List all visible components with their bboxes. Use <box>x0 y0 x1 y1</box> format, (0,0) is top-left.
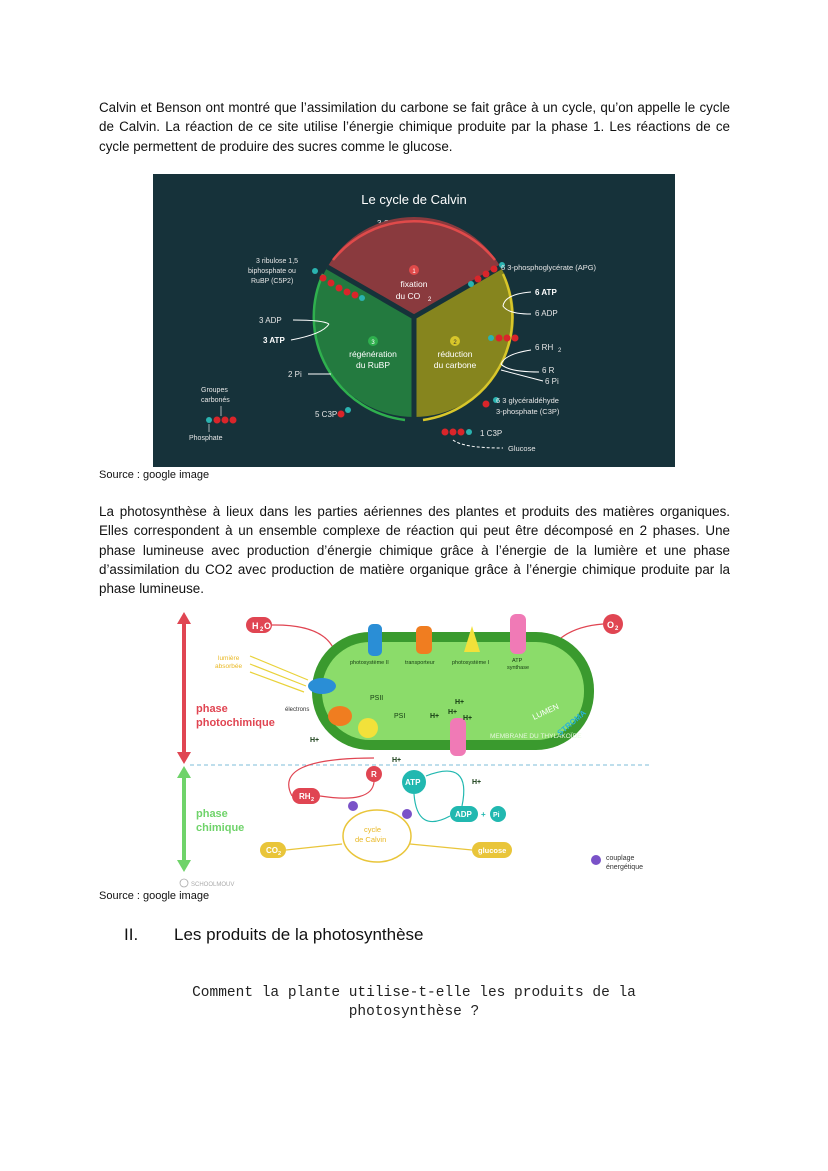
svg-text:2: 2 <box>311 797 314 803</box>
transporteur-protein <box>416 626 432 654</box>
legend-groups: Groupes <box>201 387 228 394</box>
photosynthesis-phases-diagram: phase photochimique phase chimique H 2 O… <box>172 608 660 888</box>
svg-text:photosystème II: photosystème II <box>350 660 389 666</box>
pi6-label: 6 Pi <box>545 377 559 386</box>
svg-text:H: H <box>252 621 259 631</box>
glucose-label: Glucose <box>508 444 536 453</box>
svg-text:CO: CO <box>266 846 278 855</box>
calvin-cycle-diagram: Le cycle de Calvin 3 CO 2 1 fixation du … <box>153 174 675 467</box>
svg-text:O: O <box>607 620 614 630</box>
atp6-label: 6 ATP <box>535 288 557 297</box>
svg-text:3-phosphate (C3P): 3-phosphate (C3P) <box>496 407 560 416</box>
lumiere-label: lumière <box>218 655 240 662</box>
transporteur-complex <box>328 706 352 726</box>
couplage-label: couplage <box>606 855 635 862</box>
svg-text:absorbée: absorbée <box>215 663 242 670</box>
phase-chimique-label: phase <box>196 808 228 820</box>
svg-text:RH: RH <box>299 792 311 801</box>
diagram-title: Le cycle de Calvin <box>361 192 467 207</box>
svg-text:H+: H+ <box>430 713 439 720</box>
svg-text:carbonés: carbonés <box>201 397 230 404</box>
apg-label: 6 3-phosphoglycérate (APG) <box>501 263 597 272</box>
energy-coupling-icon <box>348 801 358 811</box>
c3p-molecule-regen <box>338 407 352 418</box>
svg-text:O: O <box>264 621 271 631</box>
section-number: II. <box>124 925 138 945</box>
svg-text:H+: H+ <box>392 757 401 764</box>
svg-text:de Calvin: de Calvin <box>355 835 386 844</box>
svg-text:transporteur: transporteur <box>405 660 435 666</box>
svg-text:+: + <box>481 810 486 819</box>
svg-text:Pi: Pi <box>493 812 500 819</box>
svg-text:H+: H+ <box>310 737 319 744</box>
adp3-label: 3 ADP <box>259 316 282 325</box>
svg-text:H+: H+ <box>472 779 481 786</box>
svg-text:énergétique: énergétique <box>606 864 643 871</box>
c3p1-label: 1 C3P <box>480 429 502 438</box>
psii-complex <box>308 678 336 694</box>
svg-text:du RuBP: du RuBP <box>356 360 390 370</box>
r6-label: 6 R <box>542 366 555 375</box>
c3p-label: 6 3 glycéraldéhyde <box>496 396 559 405</box>
step3-label: régénération <box>349 349 397 359</box>
source-caption-2: Source : google image <box>99 890 209 902</box>
adp6-label: 6 ADP <box>535 309 558 318</box>
svg-text:2: 2 <box>558 348 562 354</box>
electrons-label: électrons <box>285 707 309 713</box>
photosystem-ii-protein <box>368 624 382 656</box>
intro-paragraph-calvin: Calvin et Benson ont montré que l’assimi… <box>99 98 730 156</box>
psi-label: PSI <box>394 713 405 720</box>
atp-synthase-lower <box>450 718 466 756</box>
svg-text:biphosphate ou: biphosphate ou <box>248 268 296 275</box>
svg-text:du CO: du CO <box>396 291 421 301</box>
membrane-label: MEMBRANE DU THYLAKOÏDE <box>490 732 582 740</box>
section-title: Les produits de la photosynthèse <box>174 925 424 945</box>
pi2-label: 2 Pi <box>288 370 302 379</box>
intro-paragraph-photosynthesis: La photosynthèse à lieux dans les partie… <box>99 502 730 598</box>
energy-coupling-legend-icon <box>591 855 601 865</box>
legend-phosphate: Phosphate <box>189 435 223 442</box>
c3p-molecule-output <box>442 429 473 436</box>
atp-synthase-protein <box>510 614 526 654</box>
psi-complex <box>358 718 378 738</box>
rh2-label: 6 RH <box>535 343 553 352</box>
atp3-label: 3 ATP <box>263 336 285 345</box>
svg-text:H+: H+ <box>448 709 457 716</box>
svg-text:ATP: ATP <box>512 658 523 664</box>
svg-text:du carbone: du carbone <box>434 360 477 370</box>
svg-text:ADP: ADP <box>455 810 473 819</box>
step2-label: réduction <box>438 349 473 359</box>
svg-text:glucose: glucose <box>478 846 506 855</box>
svg-text:photosystème I: photosystème I <box>452 660 490 666</box>
svg-text:H+: H+ <box>463 715 472 722</box>
calvin-cycle-label: cycle <box>364 825 381 834</box>
energy-coupling-icon <box>402 809 412 819</box>
source-caption-1: Source : google image <box>99 469 209 481</box>
svg-text:2: 2 <box>278 851 281 857</box>
svg-text:R: R <box>371 770 377 779</box>
phase-photochimique-label: phase <box>196 703 228 715</box>
psii-label: PSII <box>370 695 383 702</box>
svg-text:chimique: chimique <box>196 822 244 834</box>
svg-text:RuBP (C5P2): RuBP (C5P2) <box>251 278 293 285</box>
svg-text:H+: H+ <box>455 699 464 706</box>
rubp-label: 3 ribulose 1,5 <box>256 258 298 265</box>
step1-label: fixation <box>401 279 428 289</box>
c3p5-label: 5 C3P <box>315 410 337 419</box>
svg-text:photochimique: photochimique <box>196 717 275 729</box>
svg-text:ATP: ATP <box>405 778 421 787</box>
svg-text:synthase: synthase <box>507 665 529 671</box>
guiding-question: Comment la plante utilise-t-elle les pro… <box>120 984 708 1022</box>
schoolmouv-credit: SCHOOLMOUV <box>191 882 234 888</box>
